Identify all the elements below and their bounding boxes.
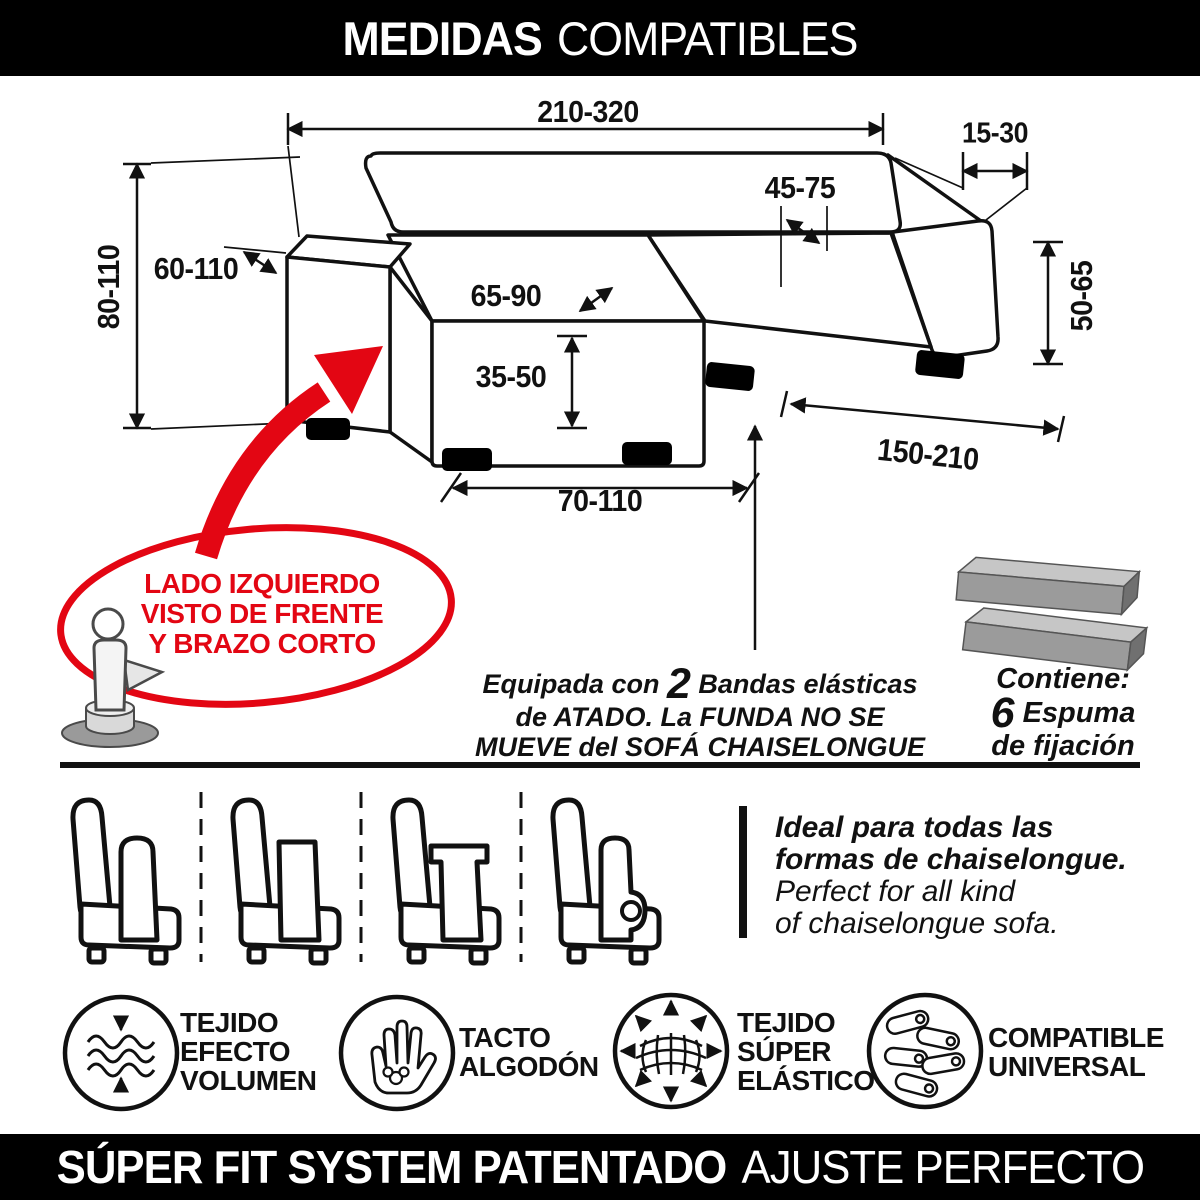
elastic-bands-note: Equipada con 2 Bandas elásticas de ATADO… <box>474 663 926 763</box>
left-side-callout: LADO IZQUIERDO VISTO DE FRENTE Y BRAZO C… <box>140 568 384 659</box>
sofa-backrest <box>363 151 903 234</box>
chaise-shape-1 <box>70 797 182 966</box>
presenter-figure-icon <box>61 607 166 748</box>
contains-word2: de fijación <box>991 730 1135 762</box>
top-title-bar: MEDIDAS COMPATIBLES <box>0 0 1200 76</box>
cotton-touch-icon <box>338 994 456 1112</box>
dim-chaise-front-height: 35-50 <box>475 359 547 394</box>
bottom-title-bold: SÚPER FIT SYSTEM PATENTADO <box>56 1141 727 1193</box>
dim-arm-width: 60-110 <box>153 251 239 286</box>
dim-backrest-depth: 15-30 <box>962 117 1028 150</box>
sofa-outline <box>285 151 1000 471</box>
section-divider <box>60 762 1140 768</box>
callout-line-2: VISTO DE FRENTE <box>140 598 384 629</box>
feature-label-volume: TEJIDO EFECTO VOLUMEN <box>180 1007 317 1096</box>
top-title-bold: MEDIDAS <box>342 11 543 65</box>
top-title-light: COMPATIBLES <box>556 11 858 65</box>
red-callout-ellipse <box>57 524 455 708</box>
elastic-note-post: Bandas elásticas <box>698 669 918 699</box>
red-arrow <box>194 382 331 560</box>
feature-label-cotton: TACTO ALGODÓN <box>459 1022 599 1082</box>
feature-label-elastic: TEJIDO SÚPER ELÁSTICO <box>737 1007 875 1096</box>
bottom-title-bar: SÚPER FIT SYSTEM PATENTADO AJUSTE PERFEC… <box>0 1134 1200 1200</box>
dim-seat-depth: 45-75 <box>764 170 836 205</box>
chaise-shape-3 <box>390 797 502 966</box>
compat-line-4: of chaiselongue sofa. <box>775 907 1059 940</box>
contains-count: 6 <box>990 689 1015 737</box>
chaise-shape-2 <box>230 797 342 966</box>
sofa-feet <box>306 350 965 471</box>
contains-note: Contiene: 6 Espuma de fijación <box>991 664 1136 762</box>
volume-fabric-icon <box>62 994 180 1112</box>
elastic-note-line2: de ATADO. La FUNDA NO SE <box>515 702 885 732</box>
foam-strips <box>955 556 1149 672</box>
compat-divider-bar <box>739 806 747 938</box>
feature-label-universal: COMPATIBLE UNIVERSAL <box>988 1022 1164 1082</box>
elastic-note-line3: MUEVE del SOFÁ CHAISELONGUE <box>474 732 926 762</box>
compat-line-1: Ideal para todas las <box>775 811 1054 844</box>
sofa-back-top-edge <box>886 153 983 223</box>
chaise-shape-icons <box>70 797 662 966</box>
compat-line-3: Perfect for all kind <box>775 875 1016 908</box>
elastic-count: 2 <box>666 660 691 708</box>
callout-line-1: LADO IZQUIERDO <box>144 568 380 599</box>
contains-word1: Espuma <box>1022 697 1136 729</box>
chaise-shape-4 <box>550 797 662 966</box>
super-elastic-icon <box>612 992 730 1110</box>
universal-compatible-icon <box>866 992 984 1110</box>
dimension-guide-lines <box>150 145 1028 430</box>
compatibility-text: Ideal para todas las formas de chaiselon… <box>775 812 1127 940</box>
dim-total-height: 80-110 <box>91 244 126 330</box>
sofa-chaise-top <box>386 233 706 323</box>
elastic-note-pre: Equipada con <box>482 669 660 699</box>
bottom-title-light: AJUSTE PERFECTO <box>741 1141 1145 1193</box>
red-arrow-head <box>314 346 383 414</box>
contains-label: Contiene: <box>996 663 1130 695</box>
dim-seat-height: 50-65 <box>1064 260 1099 332</box>
callout-line-3: Y BRAZO CORTO <box>148 628 376 659</box>
dimension-arrows <box>128 120 1060 650</box>
dimension-annotations <box>123 113 1066 650</box>
chaise-shape-separators <box>199 792 523 962</box>
dim-chaise-length: 65-90 <box>470 278 542 313</box>
compat-line-2: formas de chaiselongue. <box>775 843 1127 876</box>
dim-chaise-width: 70-110 <box>557 483 643 518</box>
dim-total-width: 210-320 <box>537 94 639 129</box>
